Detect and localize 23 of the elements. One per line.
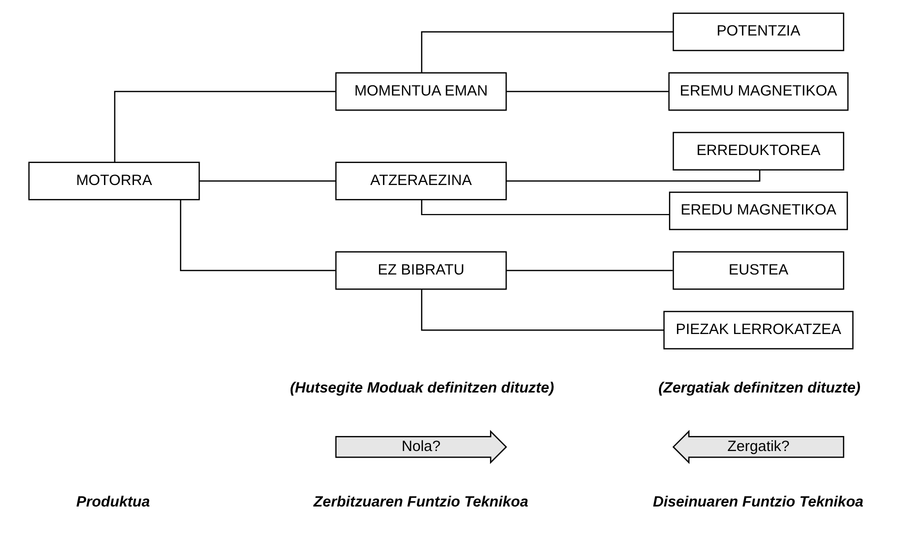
- label: Produktua: [76, 494, 150, 511]
- node-box: ATZERAEZINA: [335, 162, 507, 200]
- connector: [506, 270, 673, 272]
- node-box: POTENTZIA: [672, 12, 844, 52]
- connector: [506, 90, 669, 92]
- node-box: EREMU MAGNETIKOA: [668, 72, 849, 111]
- node-box: ERREDUKTOREA: [672, 132, 844, 170]
- node-box: MOMENTUA EMAN: [335, 72, 507, 111]
- connector: [421, 31, 674, 73]
- label: (Hutsegite Moduak definitzen dituzte): [290, 380, 554, 396]
- label: Diseinuaren Funtzio Teknikoa: [652, 494, 864, 511]
- node-box: PIEZAK LERROKATZEA: [663, 310, 854, 350]
- connector: [506, 170, 760, 182]
- label: Zerbitzuaren Funtzio Teknikoa: [314, 494, 528, 511]
- node-box: EZ BIBRATU: [335, 251, 507, 290]
- connector: [180, 200, 336, 272]
- connector: [114, 90, 336, 162]
- node-box: MOTORRA: [28, 162, 200, 200]
- connector: [200, 180, 336, 182]
- node-box: EREDU MAGNETIKOA: [668, 192, 848, 230]
- connector: [421, 289, 664, 331]
- label: (Zergatiak definitzen dituzte): [658, 380, 860, 396]
- node-box: EUSTEA: [672, 251, 844, 290]
